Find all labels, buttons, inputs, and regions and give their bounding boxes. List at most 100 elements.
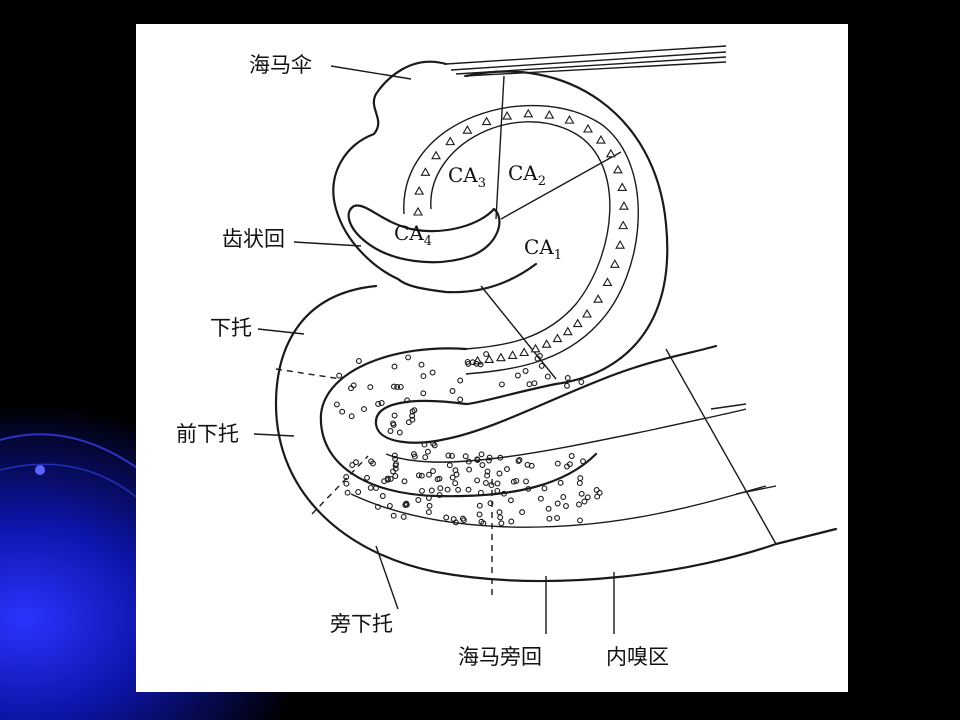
granule-cell-marker bbox=[446, 462, 453, 469]
granule-cell-marker bbox=[390, 512, 397, 519]
granule-cell-marker bbox=[391, 412, 398, 419]
pyramidal-inner-arc bbox=[430, 121, 611, 350]
hippocampus-outer-contour bbox=[332, 60, 538, 294]
granule-cell-marker bbox=[443, 514, 450, 521]
granule-cell-marker bbox=[584, 494, 591, 501]
granule-cell-marker bbox=[384, 475, 391, 482]
field-label-ca4: CA4 bbox=[394, 221, 432, 249]
granule-cell-marker bbox=[462, 453, 469, 460]
granule-cell-marker bbox=[560, 494, 567, 500]
granule-cell-marker bbox=[343, 480, 350, 487]
pyramidal-cell-marker bbox=[431, 150, 442, 160]
granule-cell-marker bbox=[418, 472, 425, 479]
pyramidal-cell-marker bbox=[618, 220, 629, 230]
granule-cell-marker bbox=[466, 466, 473, 473]
leader-dentate-gyrus bbox=[293, 241, 362, 247]
granule-cell-marker bbox=[368, 458, 375, 465]
granule-cell-marker bbox=[393, 460, 399, 467]
field-label-ca2: CA2 bbox=[508, 161, 546, 189]
granule-cell-marker bbox=[576, 480, 583, 487]
granule-cell-marker bbox=[564, 463, 570, 470]
pyramidal-cell-marker bbox=[413, 206, 423, 216]
granule-cell-marker bbox=[593, 487, 600, 493]
granule-cell-marker bbox=[545, 505, 552, 512]
granule-cell-marker bbox=[497, 514, 504, 521]
granule-cell-marker bbox=[510, 478, 517, 485]
granule-cell-marker bbox=[429, 369, 436, 376]
granule-cell-marker bbox=[415, 472, 422, 479]
granule-cell-marker bbox=[594, 493, 601, 500]
granule-cell-marker bbox=[504, 466, 510, 473]
pyramidal-cell-marker bbox=[618, 201, 629, 210]
granule-cell-marker bbox=[484, 472, 491, 479]
granule-cell-marker bbox=[459, 515, 466, 522]
granule-cell-marker bbox=[523, 478, 529, 485]
granule-cell-marker bbox=[554, 500, 561, 507]
label-entorhinal-area: 内嗅区 bbox=[606, 645, 669, 669]
granule-cell-marker bbox=[494, 480, 501, 487]
granule-cell-marker bbox=[344, 489, 351, 496]
granule-cell-marker bbox=[348, 413, 355, 420]
layer-tick-2 bbox=[735, 485, 777, 495]
pyramidal-cell-marker bbox=[507, 350, 518, 359]
pyramidal-cell-marker bbox=[484, 354, 495, 363]
granule-cell-marker bbox=[436, 475, 443, 482]
granule-cell-marker bbox=[507, 497, 514, 504]
granule-cell-marker bbox=[367, 484, 374, 491]
granule-cell-marker bbox=[546, 515, 553, 522]
granule-cell-marker bbox=[457, 396, 464, 403]
pyramidal-cell-marker bbox=[602, 277, 613, 287]
granule-cell-marker bbox=[487, 500, 494, 507]
granule-cell-marker bbox=[336, 372, 343, 379]
granule-cell-marker bbox=[514, 372, 521, 379]
granule-cell-marker bbox=[409, 416, 416, 423]
granule-cell-marker bbox=[378, 400, 385, 406]
pyramidal-cell-marker bbox=[615, 240, 626, 249]
granule-cell-marker bbox=[516, 457, 523, 463]
pyramidal-cell-marker bbox=[552, 333, 563, 343]
granule-cell-marker bbox=[420, 390, 427, 397]
granule-cell-marker bbox=[428, 487, 435, 494]
granule-cell-marker bbox=[515, 458, 522, 464]
presubiculum-parasubiculum-boundary bbox=[311, 455, 369, 515]
pyramidal-cell-marker bbox=[495, 352, 506, 362]
granule-cell-marker bbox=[350, 382, 357, 389]
pyramidal-cell-marker bbox=[593, 294, 604, 303]
granule-cell-marker bbox=[418, 361, 425, 368]
pyramidal-cell-marker bbox=[523, 108, 534, 118]
pyramidal-cell-marker bbox=[564, 115, 575, 124]
granule-cell-marker bbox=[501, 490, 507, 497]
cortex-upper-border bbox=[385, 408, 747, 463]
granule-cell-marker bbox=[374, 503, 381, 510]
granule-cell-marker bbox=[373, 485, 379, 492]
pyramidal-cell-marker bbox=[519, 347, 530, 357]
dentate-gyrus-shape bbox=[347, 204, 501, 264]
cornu-outer-arc bbox=[464, 70, 669, 406]
granule-cell-marker bbox=[479, 462, 486, 468]
granule-cell-marker bbox=[349, 462, 356, 468]
granule-cell-marker bbox=[396, 429, 403, 436]
granule-cell-marker bbox=[391, 452, 398, 459]
field-label-ca1: CA1 bbox=[524, 235, 562, 263]
granule-cell-marker bbox=[484, 468, 491, 475]
pyramidal-cell-marker bbox=[445, 136, 456, 146]
granule-cell-marker bbox=[419, 487, 425, 494]
granule-cell-marker bbox=[455, 486, 462, 493]
label-fimbria: 海马伞 bbox=[249, 53, 312, 77]
granule-cell-marker bbox=[494, 487, 501, 494]
granule-cell-marker bbox=[452, 519, 459, 526]
layer-tick-1 bbox=[710, 403, 747, 410]
granule-cell-marker bbox=[531, 380, 538, 387]
granule-cell-marker bbox=[538, 362, 545, 369]
granule-cell-marker bbox=[564, 382, 570, 389]
pyramidal-cell-marker bbox=[481, 116, 492, 126]
pyramidal-cell-marker bbox=[595, 134, 606, 144]
pyramidal-cell-marker bbox=[583, 123, 593, 133]
granule-cell-marker bbox=[568, 453, 575, 459]
granule-cell-marker bbox=[391, 363, 398, 370]
granule-cell-marker bbox=[544, 373, 551, 380]
granule-cell-marker bbox=[387, 475, 394, 482]
granule-cell-marker bbox=[355, 358, 362, 364]
granule-cell-marker bbox=[513, 477, 520, 484]
granule-cell-marker bbox=[449, 474, 456, 481]
